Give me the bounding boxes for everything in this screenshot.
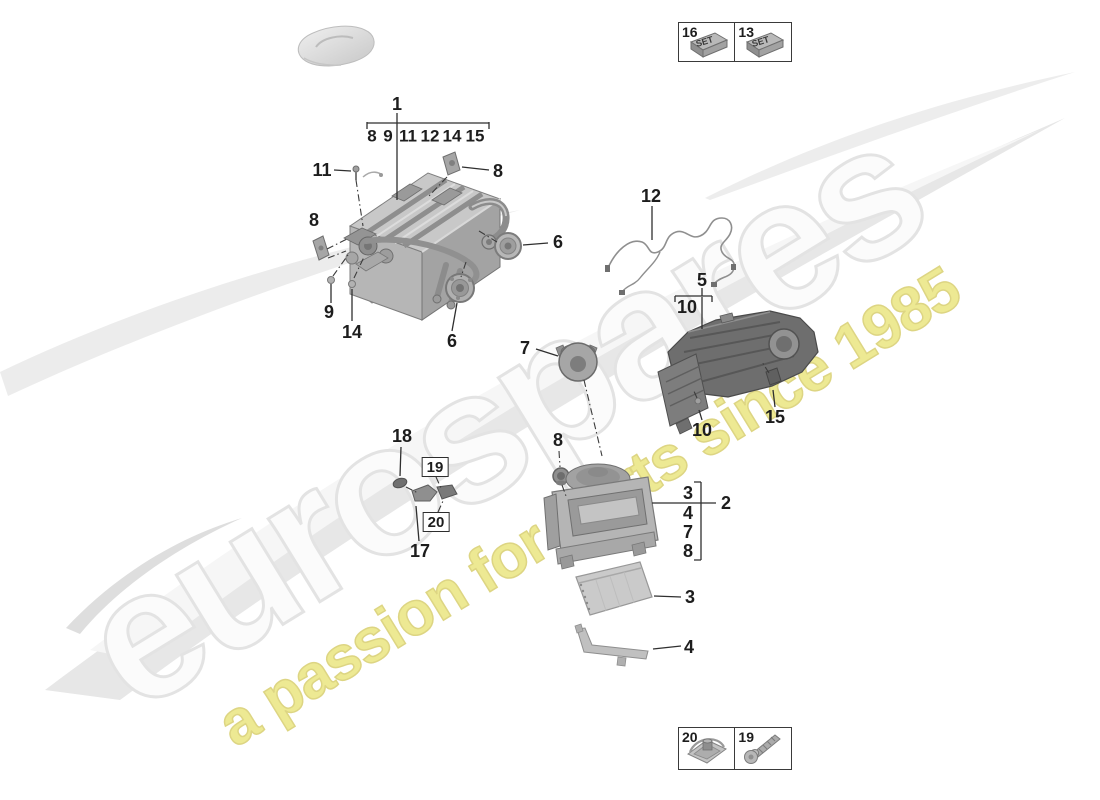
dust-filter-part-3[interactable] (575, 561, 653, 616)
group-callout-11[interactable]: 11 (399, 126, 417, 146)
assembly-alignment-lines (326, 176, 770, 513)
callout-8-grommet[interactable]: 8 (552, 430, 564, 450)
callout-4-cover[interactable]: 4 (683, 637, 695, 657)
screw-icon (744, 734, 782, 764)
grommet-part-8-housing[interactable] (552, 467, 570, 486)
callout-6-upper[interactable]: 6 (552, 232, 564, 252)
filter-cover-part-4[interactable] (574, 623, 649, 667)
evaporator-assembly-part-1[interactable] (343, 172, 510, 321)
callout-8-left[interactable]: 8 (308, 210, 320, 230)
legend-number-19: 19 (738, 729, 754, 745)
group-callout-15[interactable]: 15 (465, 126, 485, 146)
callout-11[interactable]: 11 (312, 160, 332, 180)
bracket-part-8-left[interactable] (312, 235, 330, 261)
legend-item-19[interactable]: 19 (734, 727, 793, 770)
set-block-icon: SET (689, 32, 729, 58)
bracket-item-3[interactable]: 3 (682, 483, 694, 503)
blower-motor-part-7[interactable] (555, 342, 598, 382)
callout-19-boxed[interactable]: 19 (421, 457, 449, 477)
group-callout-9[interactable]: 9 (383, 126, 393, 146)
speed-nut-clip-icon (687, 738, 727, 764)
callout-2[interactable]: 2 (720, 493, 732, 513)
callout-17[interactable]: 17 (409, 541, 431, 561)
screw-part-11[interactable] (352, 165, 383, 180)
callout-20-boxed[interactable]: 20 (422, 512, 450, 532)
bracket-item-4[interactable]: 4 (682, 503, 694, 523)
group-callout-8[interactable]: 8 (367, 126, 377, 146)
leader-lines (330, 113, 776, 650)
clip-part-15[interactable] (765, 367, 782, 386)
legend-number-13: 13 (738, 24, 754, 40)
legend-item-20[interactable]: 20 (678, 727, 736, 770)
watermark-swoosh (0, 72, 1075, 700)
blower-housing-part-2[interactable] (543, 463, 659, 570)
legend-fasteners: 20 19 (678, 727, 793, 770)
callout-7[interactable]: 7 (519, 338, 531, 358)
legend-item-13[interactable]: 13 SET (734, 22, 793, 62)
grommet-part-6-lower[interactable] (445, 273, 475, 303)
grommet-part-6-upper[interactable] (494, 232, 522, 260)
group-callout-12[interactable]: 12 (420, 126, 440, 146)
bracket-item-8[interactable]: 8 (682, 541, 694, 561)
bracket-part-8-right[interactable] (442, 151, 461, 176)
legend-number-20: 20 (682, 729, 698, 745)
callout-5[interactable]: 5 (696, 270, 708, 290)
legend-item-16[interactable]: 16 SET (678, 22, 736, 62)
screw-part-14[interactable] (348, 280, 356, 288)
group-callout-14[interactable]: 14 (442, 126, 462, 146)
callout-6-lower[interactable]: 6 (446, 331, 458, 351)
clip-part-18[interactable] (392, 477, 408, 490)
callout-12[interactable]: 12 (640, 186, 662, 206)
set-block-icon: SET (746, 32, 785, 58)
callout-9[interactable]: 9 (323, 302, 335, 322)
callout-10-upper[interactable]: 10 (676, 297, 698, 317)
screw-part-9[interactable] (327, 276, 335, 284)
callout-18[interactable]: 18 (391, 426, 413, 446)
bracket-item-7[interactable]: 7 (682, 522, 694, 542)
bracket-part-17[interactable] (411, 484, 458, 502)
callout-3-filter[interactable]: 3 (684, 587, 696, 607)
callout-8-right[interactable]: 8 (492, 161, 504, 181)
watermark-brand-text: eurospares (48, 84, 955, 749)
callout-1[interactable]: 1 (391, 94, 403, 114)
legend-set-parts: 16 SET 13 SET (678, 22, 793, 62)
air-housing-part-5[interactable] (657, 310, 819, 435)
legend-number-16: 16 (682, 24, 698, 40)
callout-14[interactable]: 14 (341, 322, 363, 342)
wiring-harness-part-12[interactable] (605, 217, 736, 295)
screw-part-10[interactable] (694, 397, 702, 410)
callout-10-lower[interactable]: 10 (691, 420, 713, 440)
callout-15[interactable]: 15 (764, 407, 786, 427)
car-silhouette (297, 25, 375, 67)
